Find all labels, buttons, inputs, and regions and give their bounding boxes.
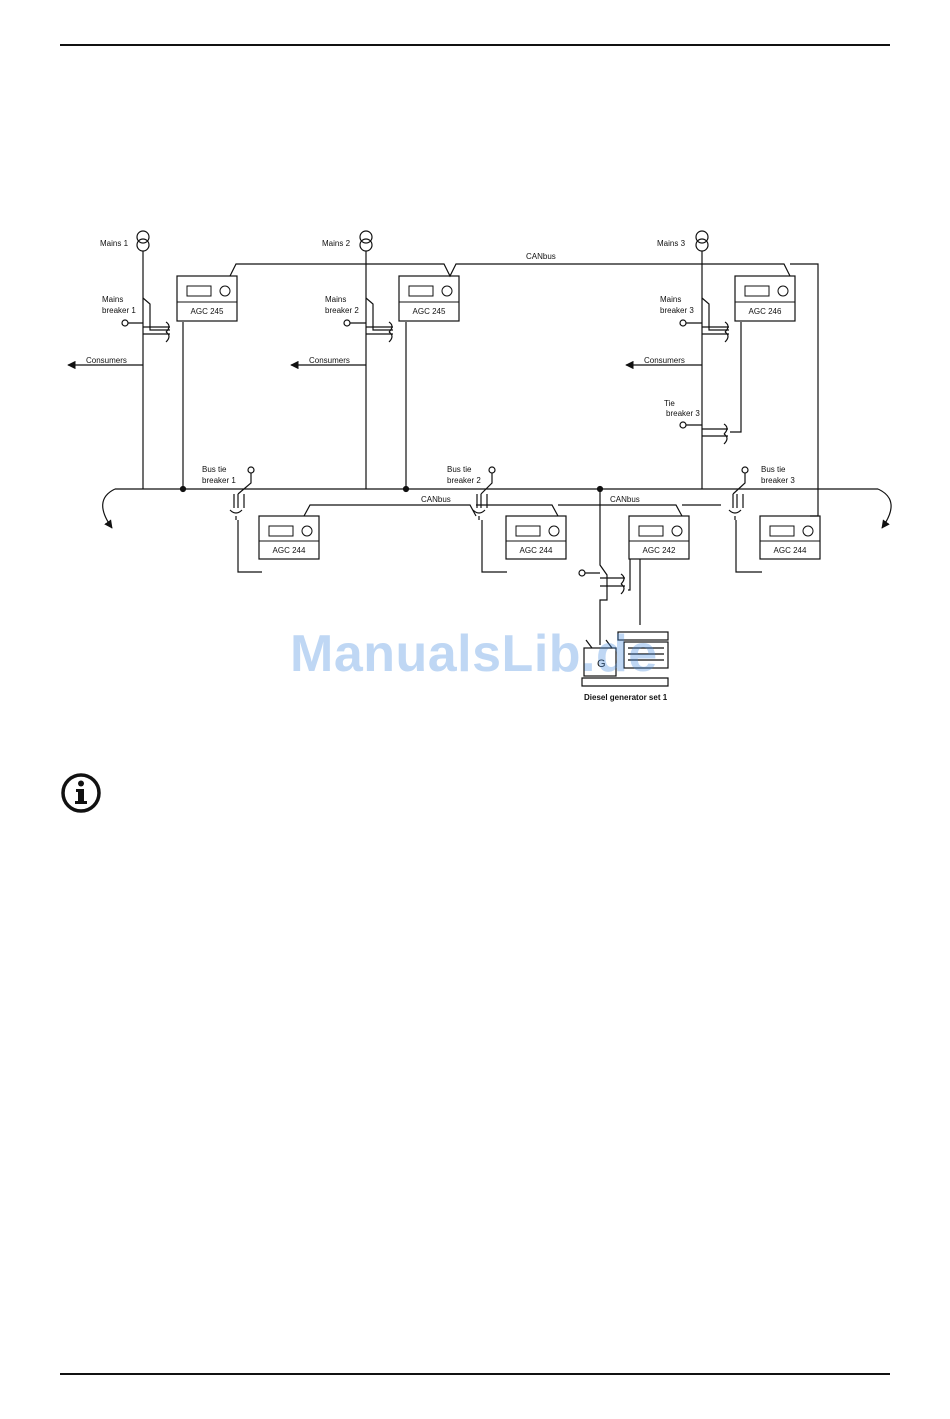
generator-label: Diesel generator set 1 xyxy=(584,693,668,702)
consumers-label-3: Consumers xyxy=(644,356,685,365)
controller-label: AGC 244 xyxy=(774,546,807,555)
controller-bottom-3: AGC 242 xyxy=(629,516,689,559)
mains-breaker-label-1a: Mains xyxy=(102,295,123,304)
controller-label: AGC 242 xyxy=(643,546,676,555)
tie-breaker-label-b: breaker 3 xyxy=(666,409,700,418)
controller-label: AGC 244 xyxy=(520,546,553,555)
canbus-top-line xyxy=(230,264,818,516)
tie-breaker-label-a: Tie xyxy=(664,399,675,408)
controller-bottom-1: AGC 244 xyxy=(259,516,319,559)
mains-breaker-label-3a: Mains xyxy=(660,295,681,304)
controller-label: AGC 246 xyxy=(749,307,782,316)
footer-rule xyxy=(60,1373,890,1375)
mains-breaker-label-2a: Mains xyxy=(325,295,346,304)
controller-label: AGC 245 xyxy=(191,307,224,316)
bus-tie-breaker-3 xyxy=(729,467,762,572)
canbus-label-bottom-right: CANbus xyxy=(610,495,640,504)
mains-breaker-label-3b: breaker 3 xyxy=(660,306,694,315)
mains-breaker-label-2b: breaker 2 xyxy=(325,306,359,315)
bus-tie-label-2a: Bus tie xyxy=(447,465,472,474)
canbus-label-top: CANbus xyxy=(526,252,556,261)
controller-top-2: AGC 245 xyxy=(399,276,459,321)
bus-tie-label-2b: breaker 2 xyxy=(447,476,481,485)
controller-bottom-4: AGC 244 xyxy=(760,516,820,559)
canbus-bottom-line xyxy=(304,505,721,516)
mains-label-2: Mains 2 xyxy=(322,239,351,248)
bus-tie-label-1b: breaker 1 xyxy=(202,476,236,485)
controller-bottom-2: AGC 244 xyxy=(506,516,566,559)
controller-top-3: AGC 246 xyxy=(735,276,795,321)
generator-symbol: G xyxy=(597,658,606,670)
bus-tie-label-3b: breaker 3 xyxy=(761,476,795,485)
info-icon xyxy=(60,772,102,814)
canbus-label-bottom-left: CANbus xyxy=(421,495,451,504)
controller-label: AGC 245 xyxy=(413,307,446,316)
mains-breaker-label-1b: breaker 1 xyxy=(102,306,136,315)
controller-top-1: AGC 245 xyxy=(177,276,237,321)
controller-label: AGC 244 xyxy=(273,546,306,555)
system-diagram: AGC 245 AGC 245 AGC 246 AGC 244 xyxy=(0,0,950,720)
consumers-label-2: Consumers xyxy=(309,356,350,365)
bus-tie-label-3a: Bus tie xyxy=(761,465,786,474)
busbar-right-end xyxy=(878,489,891,528)
mains-label-3: Mains 3 xyxy=(657,239,686,248)
bus-tie-label-1a: Bus tie xyxy=(202,465,227,474)
consumers-label-1: Consumers xyxy=(86,356,127,365)
busbar-left-end xyxy=(103,489,115,528)
mains-label-1: Mains 1 xyxy=(100,239,129,248)
